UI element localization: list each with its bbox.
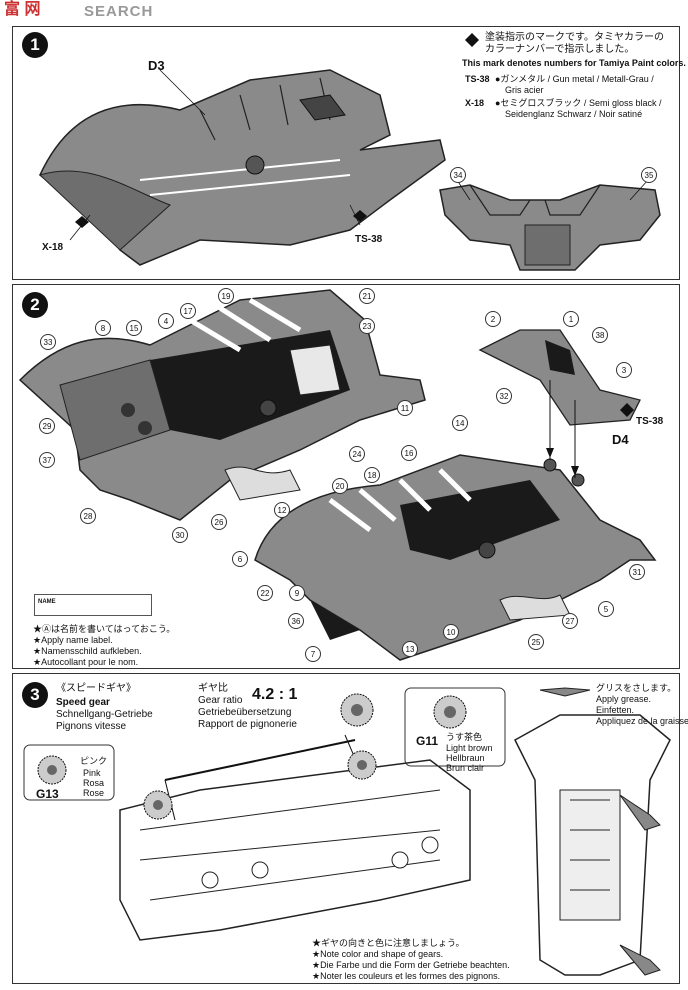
callout-18: 18 bbox=[364, 467, 380, 483]
step1-ts38-code: TS-38 bbox=[465, 74, 490, 84]
step1-x18-desc: ●セミグロスブラック / Semi gloss black / bbox=[495, 98, 662, 108]
callout-32: 32 bbox=[496, 388, 512, 404]
step1-x18-code: X-18 bbox=[465, 98, 485, 108]
callout-1: 1 bbox=[563, 311, 579, 327]
callout-13: 13 bbox=[402, 641, 418, 657]
callout-37: 37 bbox=[39, 452, 55, 468]
grease-fr: Appliquez de la graisse. bbox=[596, 716, 688, 726]
callout-17: 17 bbox=[180, 303, 196, 319]
step1-note-en: This mark denotes numbers for Tamiya Pai… bbox=[462, 58, 686, 68]
step3-number: 3 bbox=[22, 682, 48, 708]
step2-number: 2 bbox=[22, 292, 48, 318]
step2-name-jp: ★Ⓐは名前を書いてはっておこう。 bbox=[33, 624, 176, 634]
callout-2: 2 bbox=[485, 311, 501, 327]
callout-5: 5 bbox=[598, 601, 614, 617]
g13-fr: Rose bbox=[83, 788, 105, 798]
step3-ratio-en: Gear ratio bbox=[198, 695, 243, 706]
step3-ratio-jp: ギヤ比 bbox=[198, 683, 228, 694]
step3-title-jp: 《スピードギヤ》 bbox=[56, 683, 136, 694]
callout-14: 14 bbox=[452, 415, 468, 431]
g13-jp: ピンク bbox=[80, 756, 108, 766]
step1-x18-desc2: Seidenglanz Schwarz / Noir satiné bbox=[505, 109, 643, 119]
step1-paint-ts38: TS-38 bbox=[355, 234, 383, 245]
step1-paint-x18: X-18 bbox=[42, 242, 64, 253]
gear-ratio-value: 4.2 : 1 bbox=[252, 686, 298, 703]
g11-en: Light brown bbox=[446, 743, 493, 753]
step1-ts38-desc2: Gris acier bbox=[505, 85, 544, 95]
callout-23: 23 bbox=[359, 318, 375, 334]
step3-note-fr: ★Noter les couleurs et les formes des pi… bbox=[312, 971, 501, 981]
step3-note-de: ★Die Farbe und die Form der Getriebe bea… bbox=[312, 960, 510, 970]
callout-30: 30 bbox=[172, 527, 188, 543]
callout-11: 11 bbox=[397, 400, 413, 416]
callout-7: 7 bbox=[305, 646, 321, 662]
grease-en: Apply grease. bbox=[596, 694, 652, 704]
callout-15: 15 bbox=[126, 320, 142, 336]
step3-ratio-fr: Rapport de pignonerie bbox=[198, 719, 297, 730]
callout-26: 26 bbox=[211, 514, 227, 530]
g13-de: Rosa bbox=[83, 778, 105, 788]
step2-name-fr: ★Autocollant pour le nom. bbox=[33, 657, 139, 667]
step2-name-en: ★Apply name label. bbox=[33, 635, 113, 645]
callout-24: 24 bbox=[349, 446, 365, 462]
step1-ts38-desc: ●ガンメタル / Gun metal / Metall-Grau / bbox=[495, 74, 654, 84]
callout-4: 4 bbox=[158, 313, 174, 329]
grease-jp: グリスをさします。 bbox=[596, 683, 677, 693]
callout-8: 8 bbox=[95, 320, 111, 336]
step1-note-jp2: カラーナンバーで指示しました。 bbox=[485, 44, 635, 55]
callout-21: 21 bbox=[359, 288, 375, 304]
name-label-text: NAME bbox=[38, 599, 56, 605]
step2-paint-ts38: TS-38 bbox=[636, 416, 664, 427]
callout-16: 16 bbox=[401, 445, 417, 461]
step1-note-jp: 塗装指示のマークです。タミヤカラーの bbox=[485, 32, 664, 43]
step3-ratio-de: Getriebeübersetzung bbox=[198, 707, 292, 718]
callout-3: 3 bbox=[616, 362, 632, 378]
callout-12: 12 bbox=[274, 502, 290, 518]
step1-number: 1 bbox=[22, 32, 48, 58]
callout-22: 22 bbox=[257, 585, 273, 601]
callout-38: 38 bbox=[592, 327, 608, 343]
callout-9: 9 bbox=[289, 585, 305, 601]
callout-19: 19 bbox=[218, 288, 234, 304]
g11-jp: うす茶色 bbox=[446, 732, 483, 742]
g11-de: Hellbraun bbox=[446, 753, 485, 763]
step3-title-fr: Pignons vitesse bbox=[56, 721, 127, 732]
step3-title-en: Speed gear bbox=[56, 697, 110, 708]
callout-28: 28 bbox=[80, 508, 96, 524]
g13-label: G13 bbox=[36, 787, 59, 801]
callout-31: 31 bbox=[629, 564, 645, 580]
callout-36: 36 bbox=[288, 613, 304, 629]
g13-en: Pink bbox=[83, 768, 101, 778]
callout-29: 29 bbox=[39, 418, 55, 434]
step3-title-de: Schnellgang-Getriebe bbox=[56, 709, 153, 720]
callout-27: 27 bbox=[562, 613, 578, 629]
watermark-text: SEARCH bbox=[84, 3, 154, 20]
g11-label: G11 bbox=[416, 734, 439, 748]
step1-part-label: D3 bbox=[148, 58, 165, 73]
callout-33: 33 bbox=[40, 334, 56, 350]
callout-6: 6 bbox=[232, 551, 248, 567]
name-label-box: NAME bbox=[34, 594, 152, 616]
g11-fr: Brun clair bbox=[446, 763, 485, 773]
step3-note-en: ★Note color and shape of gears. bbox=[312, 949, 444, 959]
callout-34: 34 bbox=[450, 167, 466, 183]
callout-25: 25 bbox=[528, 634, 544, 650]
callout-35: 35 bbox=[641, 167, 657, 183]
step3-note-jp: ★ギヤの向きと色に注意しましょう。 bbox=[312, 938, 465, 948]
grease-de: Einfetten. bbox=[596, 705, 635, 715]
step2-name-de: ★Namensschild aufkleben. bbox=[33, 646, 142, 656]
callout-20: 20 bbox=[332, 478, 348, 494]
callout-10: 10 bbox=[443, 624, 459, 640]
watermark-logo: 富 网 bbox=[4, 1, 41, 18]
step2-part-label: D4 bbox=[612, 432, 629, 447]
